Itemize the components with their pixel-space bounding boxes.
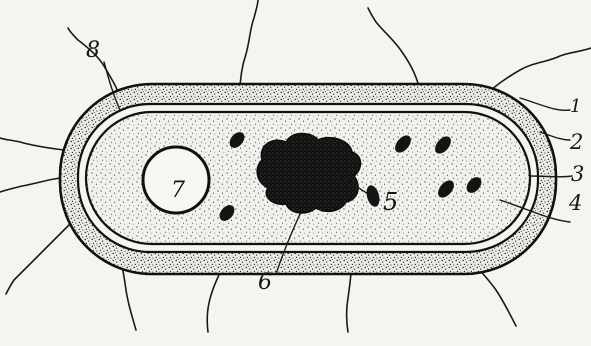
label-2: 2 (570, 132, 583, 153)
flagellum (6, 222, 72, 294)
flagellum (0, 178, 60, 192)
leader-line-3 (530, 176, 572, 177)
label-5: 5 (383, 190, 398, 214)
label-8: 8 (86, 40, 100, 62)
flagellum (240, 0, 258, 92)
label-6: 6 (258, 272, 272, 294)
flagellum (368, 8, 420, 92)
label-3: 3 (571, 164, 584, 185)
label-1: 1 (570, 98, 581, 116)
label-7: 7 (171, 180, 185, 202)
flagellum (0, 138, 64, 150)
label-4: 4 (569, 193, 582, 214)
nucleoid (257, 134, 360, 213)
